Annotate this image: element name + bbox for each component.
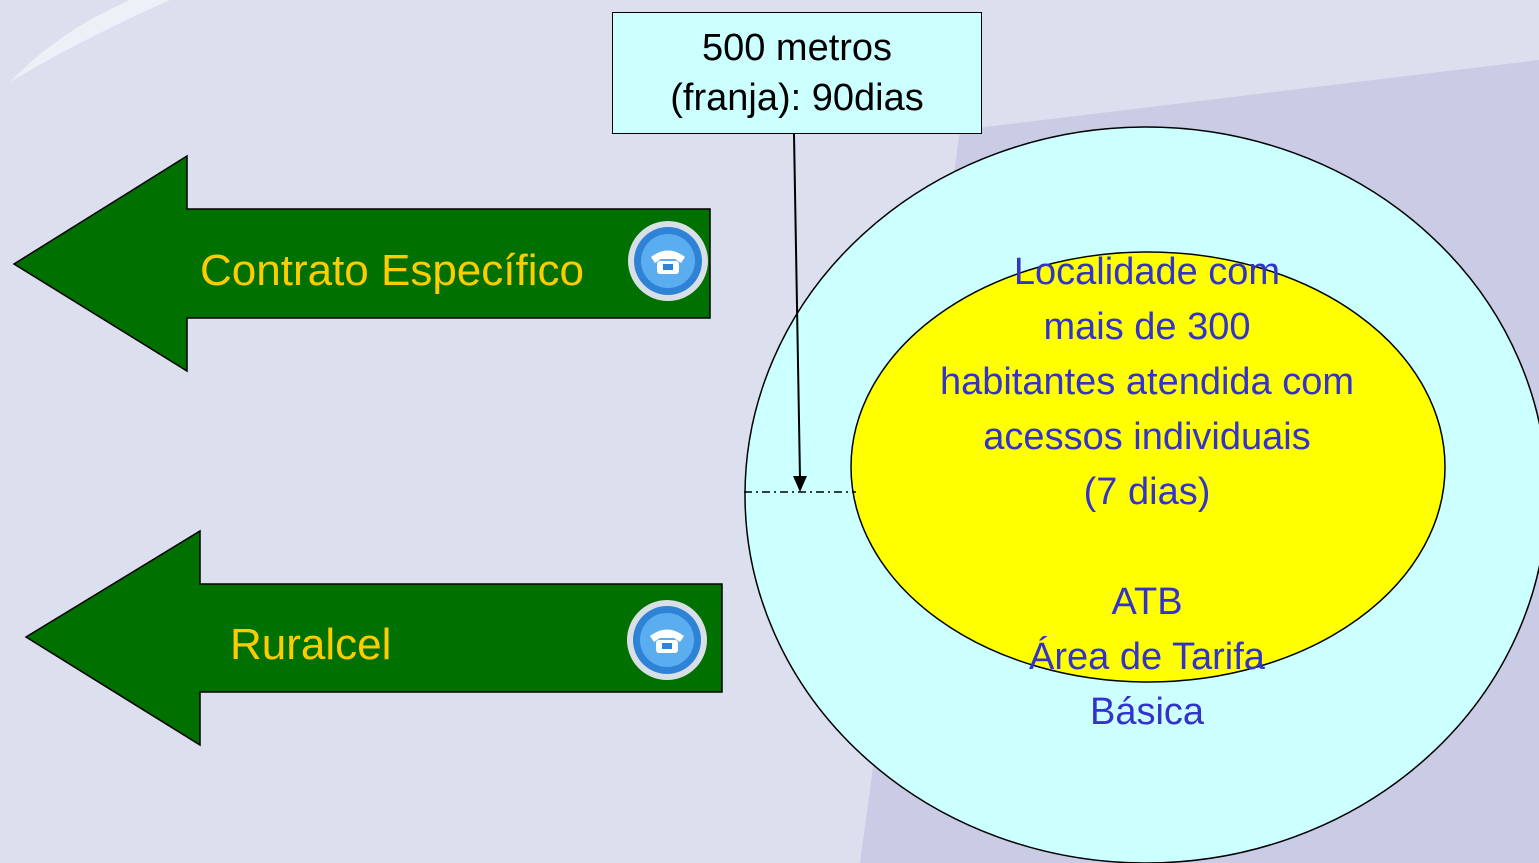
atb-text-line: Básica [1089,691,1205,733]
inner-text-line: Localidade com [1013,251,1281,293]
arrow-label-contrato-especifico: Contrato Específico [200,246,584,295]
callout-box-500-metros: 500 metros (franja): 90dias [612,12,982,134]
arrow-label-ruralcel: Ruralcel [230,620,392,669]
callout-line-2: (franja): 90dias [670,77,924,119]
inner-text-line: (7 dias) [1083,471,1211,513]
inner-circle-atb [850,251,1446,683]
telephone-icon [628,221,708,301]
atb-text-line: ATB [1111,581,1183,623]
inner-text-line: mais de 300 [1043,306,1251,348]
telephone-icon [627,600,707,680]
atb-text-line: Área de Tarifa [1029,636,1265,678]
arrow-ruralcel [24,529,723,747]
arrow-contrato-especifico [12,154,711,373]
background-swoosh [10,0,170,82]
callout-pointer-arrowhead [793,476,807,492]
callout-line-1: 500 metros [701,27,893,69]
callout-pointer-line [793,133,801,479]
inner-text-spacer [880,520,1414,575]
inner-text-line: acessos individuais [983,416,1311,458]
inner-circle-text: Localidade com mais de 300 habitantes at… [880,245,1414,740]
inner-text-line: habitantes atendida com [939,361,1355,403]
